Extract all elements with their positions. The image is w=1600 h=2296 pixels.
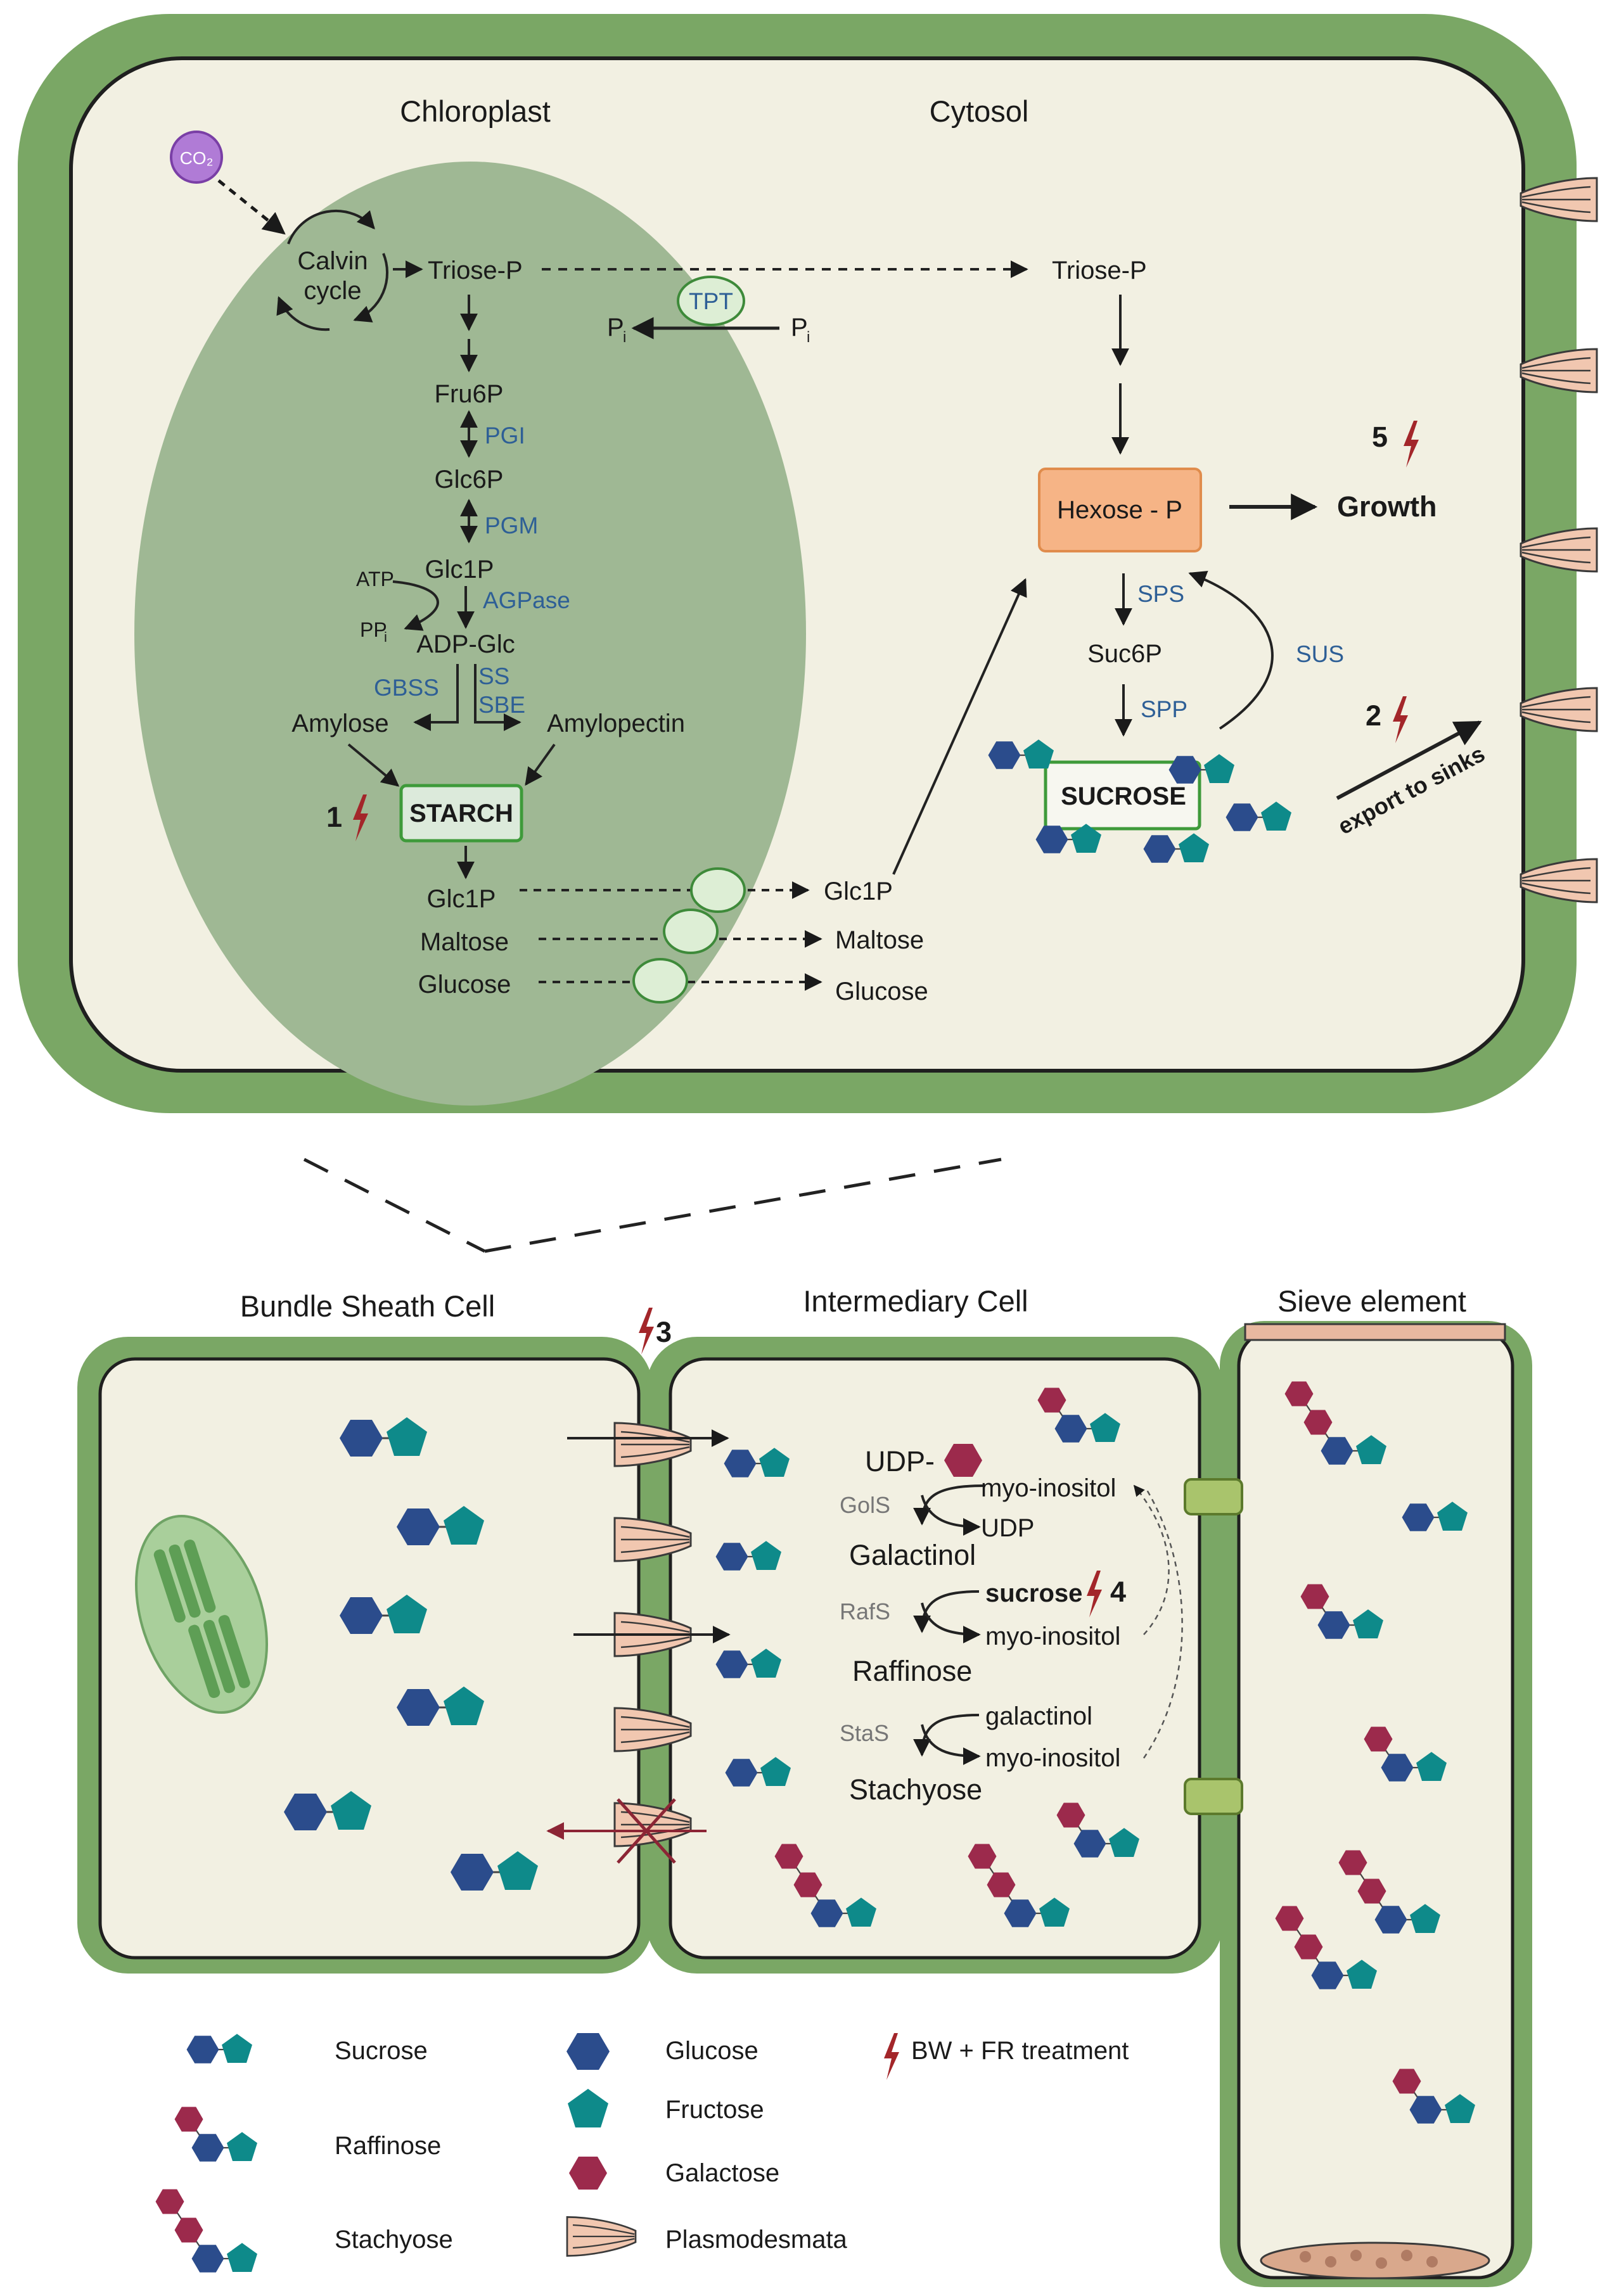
myo-inositol-1: myo-inositol: [981, 1474, 1116, 1502]
legend-galactose-icon: [569, 2157, 607, 2190]
legend-raffinose-icon: [175, 2107, 258, 2162]
sucrose-substrate: sucrose: [985, 1579, 1082, 1607]
sucrose-box-label: SUCROSE: [1061, 782, 1186, 810]
atp-label: ATP: [356, 568, 394, 590]
legend: Sucrose Raffinose Stachyose Glucose Fruc…: [156, 2033, 1129, 2273]
tpt-label: TPT: [689, 288, 733, 314]
legend-lightning-icon: [884, 2033, 899, 2080]
legend-plasmodesmata: Plasmodesmata: [665, 2226, 848, 2254]
legend-galactose: Galactose: [665, 2159, 779, 2187]
stas-enzyme: StaS: [840, 1720, 889, 1746]
ss-enzyme: SS: [478, 663, 509, 689]
marker-2: 2: [1366, 699, 1381, 732]
pi-right: P: [791, 314, 808, 341]
marker-4: 4: [1110, 1576, 1126, 1608]
calvin-label-1: Calvin: [297, 247, 368, 275]
hexose-p-box: Hexose - P: [1039, 469, 1201, 551]
zoom-line-left: [304, 1159, 485, 1251]
hexose-p-label: Hexose - P: [1057, 496, 1182, 524]
pi-left-sub: i: [623, 329, 626, 346]
gbss-enzyme: GBSS: [374, 675, 439, 701]
sieve-plate: [1261, 2243, 1489, 2278]
legend-stachyose-icon: [156, 2190, 258, 2273]
ppi-sub: i: [384, 629, 387, 645]
legend-fructose: Fructose: [665, 2096, 764, 2124]
triose-p-chloroplast: Triose-P: [428, 257, 523, 284]
glucose-chloroplast: Glucose: [418, 971, 511, 998]
pi-right-sub: i: [807, 329, 810, 346]
cytosol-title: Cytosol: [930, 94, 1029, 128]
galactinol-substrate: galactinol: [985, 1702, 1092, 1730]
glc1p-lower: Glc1P: [427, 885, 496, 913]
gols-enzyme: GolS: [840, 1492, 890, 1518]
marker-1: 1: [326, 801, 342, 833]
udp-product: UDP: [981, 1514, 1034, 1542]
glucose-cytosol: Glucose: [835, 978, 928, 1005]
sbe-enzyme: SBE: [478, 692, 525, 718]
growth-label: Growth: [1337, 490, 1437, 523]
zoom-line-right: [485, 1159, 1001, 1251]
legend-treatment: BW + FR treatment: [911, 2037, 1129, 2065]
legend-glucose-icon: [566, 2033, 610, 2070]
pgi-enzyme: PGI: [485, 423, 525, 449]
marker-3: 3: [656, 1316, 672, 1348]
maltose-cytosol: Maltose: [835, 926, 924, 954]
legend-stachyose: Stachyose: [335, 2226, 453, 2254]
legend-fructose-icon: [568, 2089, 608, 2127]
legend-sucrose-icon: [187, 2034, 253, 2063]
intermediary-title: Intermediary Cell: [803, 1284, 1028, 1318]
amylose: Amylose: [291, 710, 388, 737]
raffinose: Raffinose: [852, 1655, 972, 1687]
stachyose: Stachyose: [849, 1773, 982, 1806]
lightning-3-icon: [639, 1308, 654, 1355]
sieve-element-title: Sieve element: [1277, 1284, 1466, 1318]
glc1p-cytosol: Glc1P: [824, 877, 893, 905]
sieve-element: [1220, 1321, 1532, 2287]
starch-label: STARCH: [409, 800, 513, 827]
fru6p: Fru6P: [435, 380, 504, 408]
sps-enzyme: SPS: [1137, 581, 1184, 607]
udp-prefix: UDP-: [865, 1445, 935, 1477]
myo-inositol-2: myo-inositol: [985, 1623, 1120, 1650]
spp-enzyme: SPP: [1141, 696, 1187, 722]
pgm-enzyme: PGM: [485, 513, 538, 539]
agpase-enzyme: AGPase: [483, 587, 570, 613]
suc6p: Suc6P: [1087, 640, 1162, 668]
myo-inositol-3: myo-inositol: [985, 1744, 1120, 1772]
top-cell: [18, 14, 1577, 1113]
glc1p-upper: Glc1P: [425, 556, 494, 584]
ppi-label: PP: [360, 618, 387, 641]
starch-box: STARCH: [401, 786, 522, 841]
maltose-chloroplast: Maltose: [420, 928, 509, 956]
legend-sucrose: Sucrose: [335, 2037, 428, 2065]
galactinol: Galactinol: [849, 1539, 976, 1571]
adp-glc: ADP-Glc: [416, 630, 515, 658]
triose-p-cytosol: Triose-P: [1052, 257, 1147, 284]
glc6p: Glc6P: [435, 466, 504, 494]
calvin-label-2: cycle: [304, 277, 361, 305]
amylopectin: Amylopectin: [547, 710, 685, 737]
marker-5: 5: [1372, 421, 1388, 453]
pi-left: P: [607, 314, 624, 341]
bundle-sheath-title: Bundle Sheath Cell: [240, 1289, 495, 1323]
sus-enzyme: SUS: [1296, 641, 1344, 667]
rafs-enzyme: RafS: [840, 1598, 890, 1624]
legend-glucose: Glucose: [665, 2037, 758, 2065]
legend-raffinose: Raffinose: [335, 2132, 441, 2160]
legend-plasmodesmata-icon: [567, 2217, 636, 2255]
chloroplast-title: Chloroplast: [400, 94, 551, 128]
co2-label: CO₂: [180, 148, 214, 168]
